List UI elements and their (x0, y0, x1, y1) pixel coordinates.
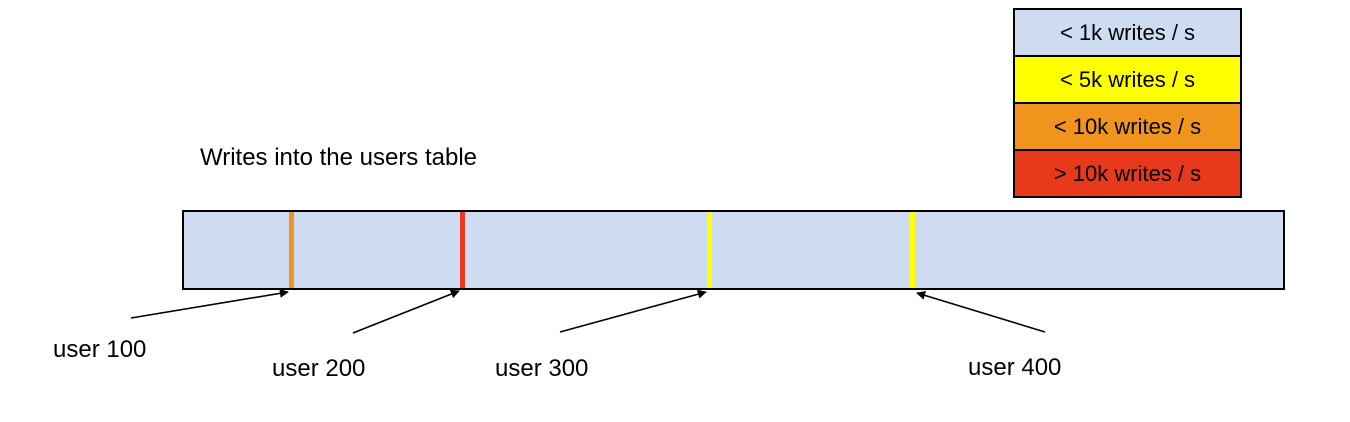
callout-label-user-100: user 100 (53, 336, 147, 363)
legend-item-label: > 10k writes / s (1053, 160, 1202, 186)
write-rate-marker-user-200 (459, 212, 465, 288)
diagram-title: Writes into the users table (200, 144, 478, 171)
legend-item-label: < 5k writes / s (1059, 66, 1196, 92)
callout-label-user-400: user 400 (968, 354, 1062, 381)
write-rate-marker-user-300 (706, 212, 712, 288)
callout-label-user-200: user 200 (272, 355, 366, 382)
legend-item-label: < 1k writes / s (1059, 19, 1196, 45)
users-table-bar (182, 210, 1285, 290)
legend-item-3: > 10k writes / s (1015, 151, 1240, 196)
callout-arrow-user-100 (130, 288, 289, 319)
callout-arrow-user-300 (559, 289, 707, 333)
legend-item-0: < 1k writes / s (1015, 10, 1240, 57)
legend: < 1k writes / s < 5k writes / s < 10k writ… (1013, 8, 1242, 198)
callout-label-user-300: user 300 (495, 355, 589, 382)
legend-item-1: < 5k writes / s (1015, 57, 1240, 104)
legend-item-label: < 10k writes / s (1053, 113, 1202, 139)
callout-arrow-user-200 (352, 289, 460, 334)
callout-arrow-user-400 (916, 291, 1046, 333)
write-rate-marker-user-400 (909, 212, 915, 288)
legend-item-2: < 10k writes / s (1015, 104, 1240, 151)
write-rate-marker-user-100 (288, 212, 294, 288)
